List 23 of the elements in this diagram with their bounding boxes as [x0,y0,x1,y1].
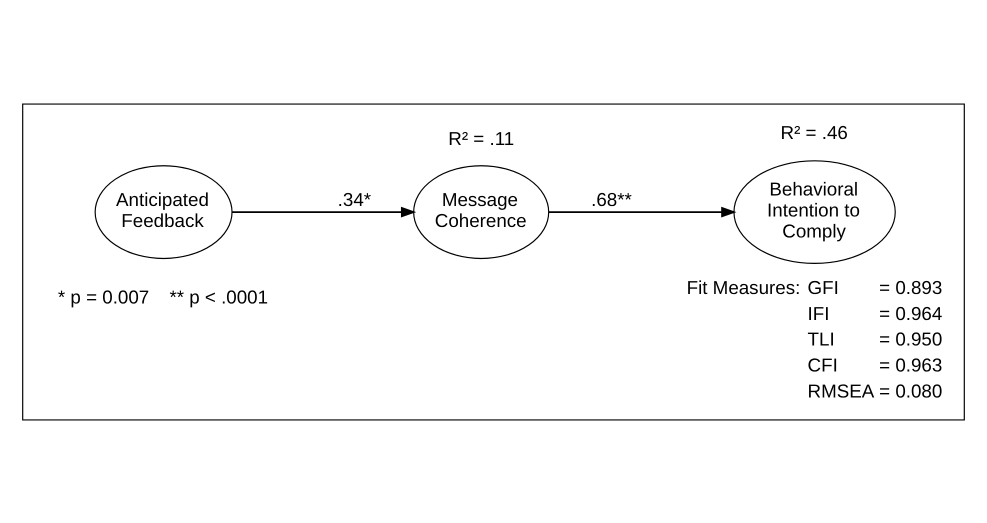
label: ** p < .0001 [169,286,268,307]
label: RMSEA [808,380,874,401]
label: Fit Measures: [686,276,800,298]
label: GFI [808,276,839,298]
label: TLI [808,328,835,350]
node-label: R² = .11 [448,127,514,148]
label: IFI [808,302,830,324]
label: = 0.080 [879,380,942,401]
label: * p = 0.007 [58,286,150,307]
label: = 0.964 [879,302,942,324]
edge-label: .34* [338,188,372,210]
node-ellipse: Message Coherence [413,164,550,259]
cluster [22,103,965,420]
label: CFI [808,354,838,376]
arrow [232,206,416,217]
node-ellipse: Anticipated Feedback [94,164,233,259]
label: = 0.893 [879,276,942,298]
edge-label: .68** [591,188,632,210]
arrow [548,206,736,217]
label: = 0.963 [879,354,942,376]
node-label: R² = .46 [780,122,848,143]
node-ellipse: Behavioral Intention to Comply [733,160,896,264]
label: = 0.950 [879,328,942,350]
